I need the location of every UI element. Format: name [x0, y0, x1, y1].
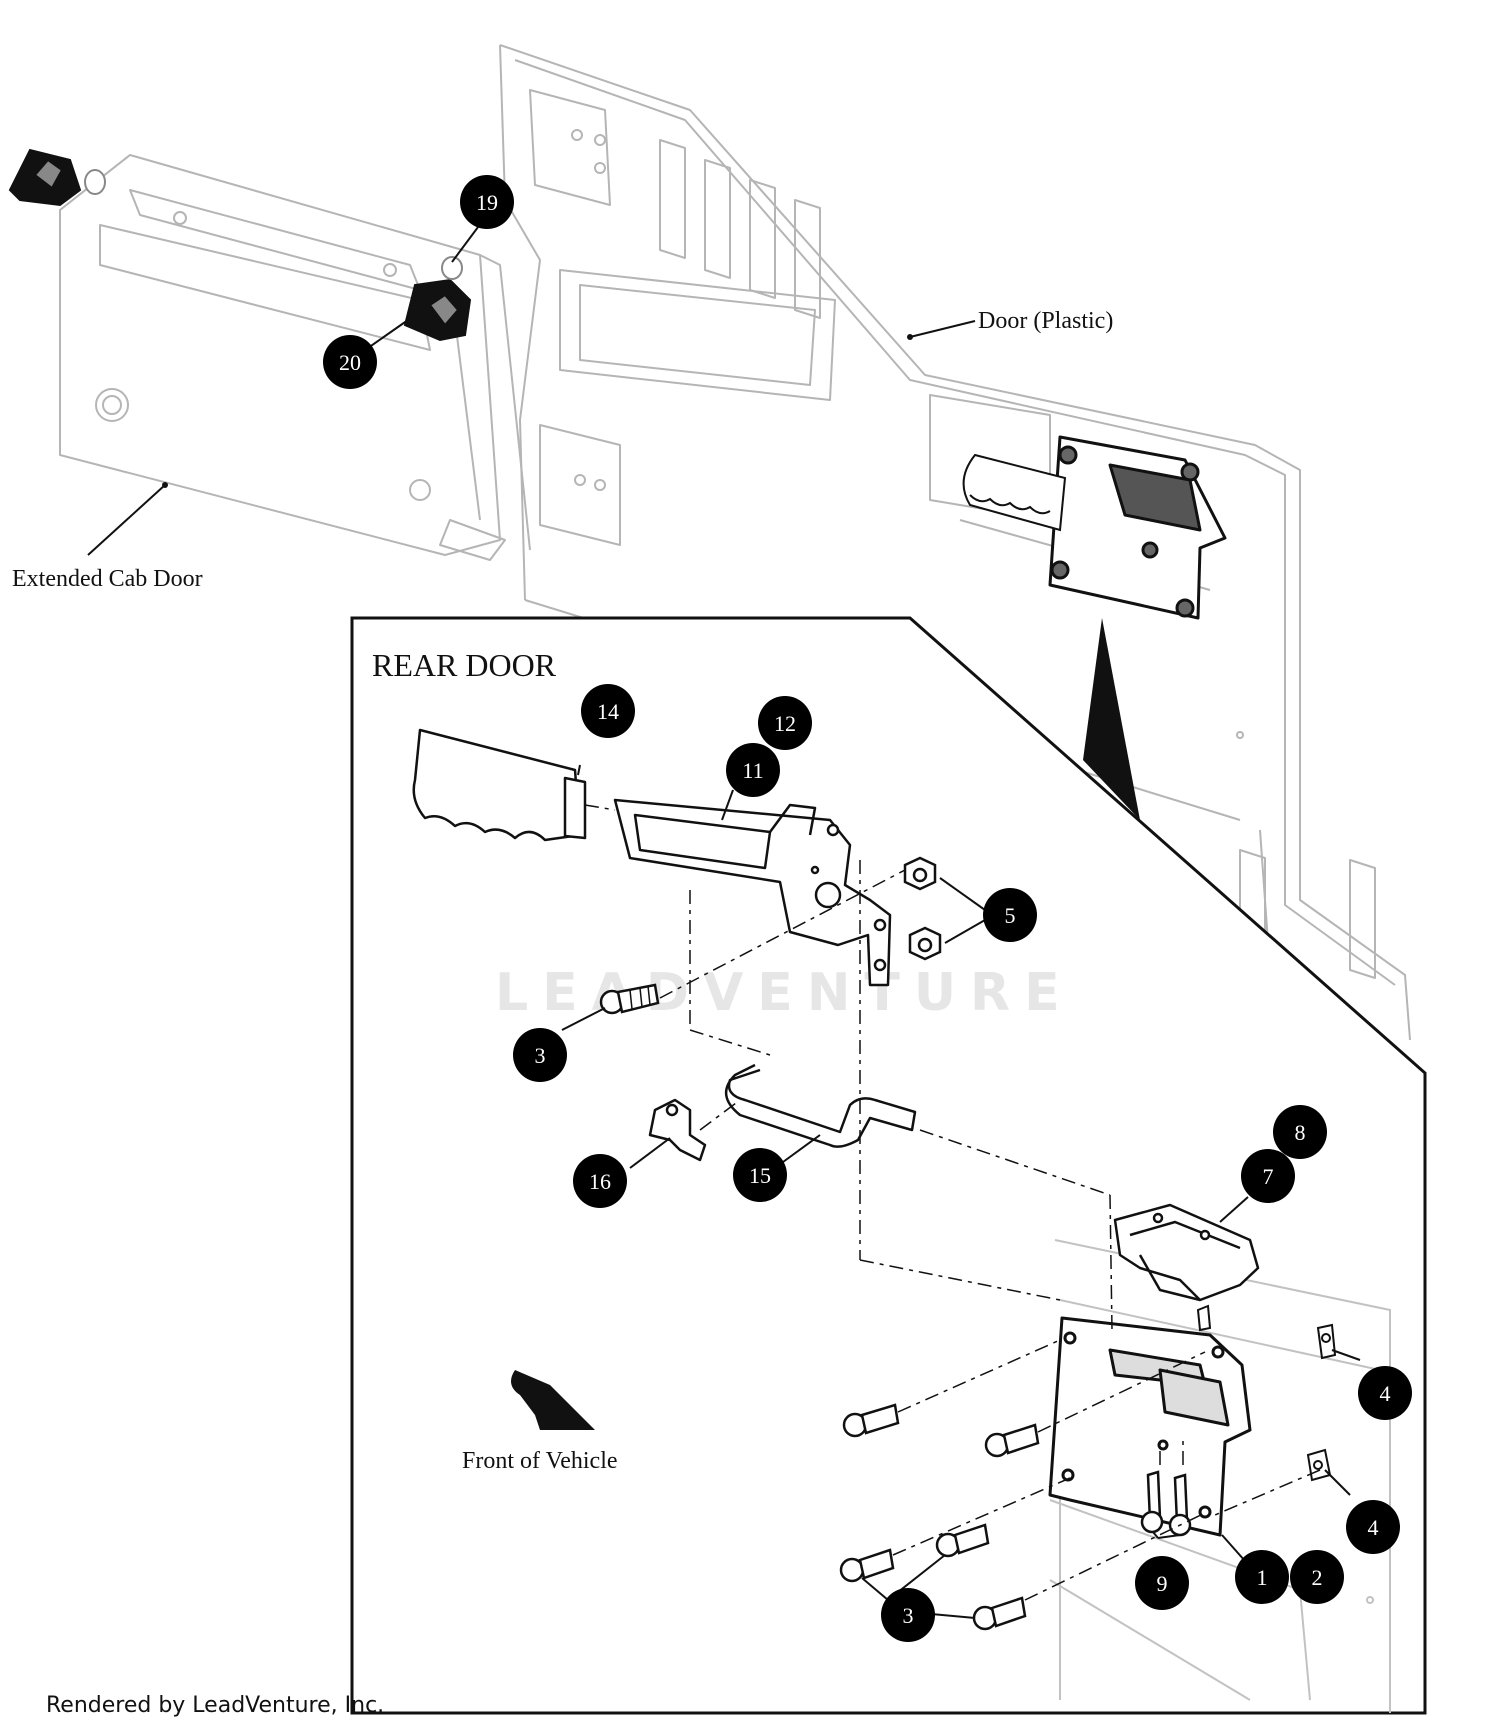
door-latch-plate — [1048, 435, 1227, 620]
leader-lines-top — [87, 214, 976, 556]
callout-11: 11 — [726, 743, 780, 797]
callout-5: 5 — [983, 888, 1037, 942]
watermark-text: LEADVENTURE — [495, 963, 1074, 1023]
svg-text:4: 4 — [1380, 1381, 1391, 1406]
callout-2: 2 — [1290, 1550, 1344, 1604]
svg-text:1: 1 — [1257, 1565, 1268, 1590]
extended-cab-door-label: Extended Cab Door — [12, 566, 203, 592]
svg-text:14: 14 — [597, 699, 619, 724]
svg-text:3: 3 — [535, 1043, 546, 1068]
assembly-dashed-lines — [584, 804, 1321, 1601]
callout-15: 15 — [733, 1148, 787, 1202]
backing-plate-part-1 — [1048, 1316, 1252, 1537]
svg-text:2: 2 — [1312, 1565, 1323, 1590]
svg-text:19: 19 — [476, 190, 498, 215]
callout-9: 9 — [1135, 1556, 1189, 1610]
callout-8: 8 — [1273, 1105, 1327, 1159]
screw-part-3-lower-b — [935, 1523, 990, 1558]
nut-part-5-upper — [903, 856, 937, 891]
rear-door-title: REAR DOOR — [372, 647, 557, 683]
nut-part-5-lower — [908, 926, 942, 961]
door-handle-small — [962, 453, 1067, 532]
screw-part-3-lower-a — [839, 1548, 895, 1583]
front-of-vehicle-arrow-icon — [511, 1370, 595, 1430]
callout-1: 1 — [1235, 1550, 1289, 1604]
svg-text:7: 7 — [1263, 1164, 1274, 1189]
svg-text:20: 20 — [339, 350, 361, 375]
clip-part-16 — [648, 1098, 707, 1162]
callout-16: 16 — [573, 1154, 627, 1208]
handle-grip-part-14 — [412, 728, 587, 842]
svg-text:16: 16 — [589, 1169, 611, 1194]
key-icon-part-20 — [403, 278, 472, 342]
extended-cab-door-outline — [59, 154, 531, 561]
front-of-vehicle-label: Front of Vehicle — [462, 1448, 618, 1474]
callout-14: 14 — [581, 684, 635, 738]
callout-12: 12 — [758, 696, 812, 750]
callout-19: 19 — [460, 175, 514, 229]
callout-7: 7 — [1241, 1149, 1295, 1203]
screw-plate-mid — [984, 1423, 1040, 1458]
svg-text:9: 9 — [1157, 1571, 1168, 1596]
callout-3-lower: 3 — [881, 1588, 935, 1642]
latch-assembly-part-7 — [1113, 1203, 1260, 1302]
svg-text:12: 12 — [774, 711, 796, 736]
clip-part-4-upper — [1196, 1304, 1337, 1360]
svg-text:15: 15 — [749, 1163, 771, 1188]
door-plastic-dot — [907, 334, 913, 340]
callout-4-lower: 4 — [1346, 1500, 1400, 1554]
detail-pointer-arrow — [1083, 618, 1140, 820]
clip-part-4-lower — [1306, 1448, 1332, 1482]
callout-3-upper: 3 — [513, 1028, 567, 1082]
svg-text:8: 8 — [1295, 1120, 1306, 1145]
screw-part-9-left — [1140, 1470, 1164, 1534]
rendered-by-credit: Rendered by LeadVenture, Inc. — [46, 1693, 384, 1718]
screw-plate-left — [842, 1403, 900, 1438]
lever-part-11 — [613, 798, 892, 987]
svg-text:3: 3 — [903, 1603, 914, 1628]
lock-cylinder-part-19 — [441, 256, 463, 280]
screw-part-3-upper — [599, 983, 660, 1015]
svg-text:11: 11 — [742, 758, 763, 783]
svg-text:4: 4 — [1368, 1515, 1379, 1540]
key-icon-left — [8, 148, 106, 207]
door-plastic-label: Door (Plastic) — [978, 308, 1113, 334]
svg-text:5: 5 — [1005, 903, 1016, 928]
callout-20: 20 — [323, 335, 377, 389]
extended-cab-dot — [162, 482, 168, 488]
callout-4-upper: 4 — [1358, 1366, 1412, 1420]
